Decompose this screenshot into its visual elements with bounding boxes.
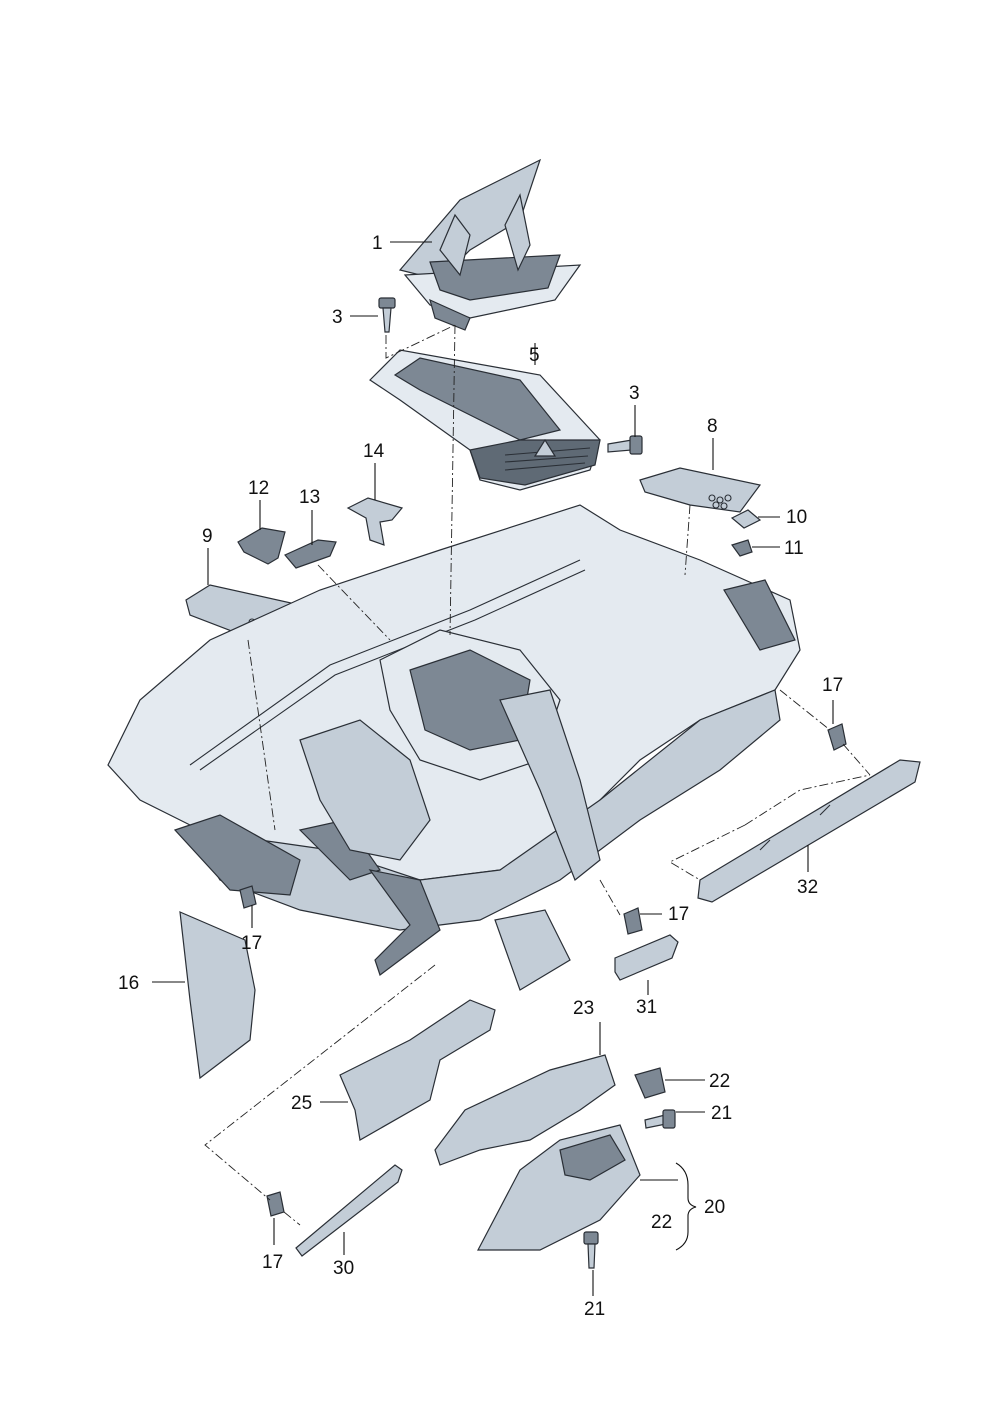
callout-22: 22: [709, 1071, 730, 1092]
callout-3: 3: [332, 307, 343, 328]
part-17-clip-center[interactable]: [623, 907, 643, 935]
part-16-side-trim[interactable]: [179, 911, 256, 1080]
callout-11: 11: [784, 538, 804, 559]
part-12-switch-blank[interactable]: [237, 527, 286, 565]
callout-17: 17: [822, 675, 843, 696]
leader-lines: [152, 241, 834, 1296]
part-17-clip-bottom[interactable]: [266, 1191, 285, 1217]
part-17-clip-left[interactable]: [239, 885, 257, 909]
part-3-screw-upper[interactable]: [378, 297, 396, 333]
part-14-vent-bracket[interactable]: [346, 497, 404, 546]
callout-21: 21: [584, 1299, 605, 1320]
part-8-right-cover[interactable]: [639, 467, 762, 513]
part-21-screw-right[interactable]: [644, 1109, 676, 1129]
part-32-trim-strip[interactable]: [697, 759, 921, 903]
part-13-switch-blank[interactable]: [284, 539, 337, 569]
callout-1: 1: [372, 233, 383, 254]
part-23-upper-column-shroud[interactable]: [434, 1054, 616, 1166]
callout-31: 31: [636, 997, 657, 1018]
callout-17: 17: [668, 904, 689, 925]
part-30-lower-trim-strip[interactable]: [295, 1164, 403, 1257]
callout-22: 22: [651, 1212, 672, 1233]
callout-16: 16: [118, 973, 139, 994]
callout-30: 30: [333, 1258, 354, 1279]
callout-32: 32: [797, 877, 818, 898]
callout-23: 23: [573, 998, 594, 1019]
callout-8: 8: [707, 416, 718, 437]
callout-25: 25: [291, 1093, 312, 1114]
part-31-small-trim[interactable]: [614, 934, 679, 981]
callout-14: 14: [363, 441, 385, 462]
callout-10: 10: [786, 507, 807, 528]
part-22-switch-housing[interactable]: [634, 1067, 666, 1099]
callout-5: 5: [529, 345, 540, 366]
callout-20: 20: [704, 1197, 725, 1218]
callout-17: 17: [241, 933, 262, 954]
callout-3: 3: [629, 383, 640, 404]
part-5-center-trim-frame[interactable]: [369, 349, 601, 491]
callout-21: 21: [711, 1103, 732, 1124]
part-10-clip[interactable]: [730, 509, 762, 529]
callout-13: 13: [299, 487, 320, 508]
callout-labels: 1 3 5 3 8 14 12 13 9 10 11 17 32 17 16 1…: [118, 233, 843, 1320]
callout-17: 17: [262, 1252, 283, 1273]
part-21-screw-lower[interactable]: [583, 1231, 599, 1269]
part-1-storage-compartment[interactable]: [398, 158, 582, 331]
callout-9: 9: [202, 526, 213, 547]
part-11-clip[interactable]: [731, 539, 753, 557]
dashboard-main-body: [107, 504, 801, 991]
part-3-screw-right[interactable]: [607, 435, 643, 455]
part-25-steering-column-trim[interactable]: [339, 999, 496, 1141]
alignment-lines: [204, 324, 871, 1226]
callout-12: 12: [248, 478, 269, 499]
part-20-lower-column-shroud[interactable]: [477, 1124, 641, 1251]
part-17-clip-right[interactable]: [827, 723, 847, 751]
